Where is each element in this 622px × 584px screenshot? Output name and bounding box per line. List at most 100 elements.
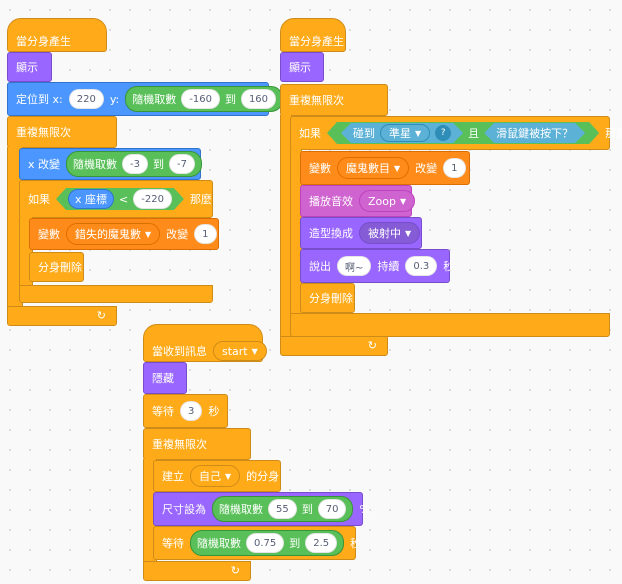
if-block-2[interactable]: 如果 碰到 準星▼ ? 且 滑鼠鍵被按下？ 那麼 [290,116,622,150]
and-operator[interactable]: 碰到 準星▼ ? 且 滑鼠鍵被按下？ [327,122,599,144]
create-clone-label: 建立 [162,470,184,483]
random-to-input[interactable]: 70 [317,499,347,519]
variable-label: 變數 [309,162,331,175]
question-icon: ? [435,125,451,141]
costume-name: 被射中 [368,227,401,240]
hide-label: 隱藏 [152,372,174,385]
say-for-secs-block[interactable]: 說出 啊~ 持續 0.3 秒 [300,249,454,283]
clone-start-hat-1[interactable]: 當分身產生 [7,18,107,52]
change-x-label: x 改變 [28,158,61,171]
random-reporter[interactable]: 隨機取數 -160 到 160 [125,86,284,112]
repeat-arrow-icon: ↻ [367,339,377,352]
create-clone-block[interactable]: 建立 自己▼ 的分身 [153,460,281,492]
touching-target-dropdown[interactable]: 準星▼ [380,124,430,142]
touching-block[interactable]: 碰到 準星▼ ? [341,123,463,143]
then-label: 那麼 [189,193,212,206]
switch-costume-label: 造型換成 [309,227,353,240]
lt-operator[interactable]: x 座標 < -220 [56,188,184,210]
random-label: 隨機取數 [197,537,241,550]
forever-block-2[interactable]: 重複無限次 [280,84,388,116]
wait-random-block[interactable]: 等待 隨機取數 0.75 到 2.5 秒 [153,526,361,560]
costume-dropdown[interactable]: 被射中▼ [359,222,421,244]
set-size-block[interactable]: 尺寸設為 隨機取數 55 到 70 % [153,492,370,526]
show-block-2[interactable]: 顯示 [280,52,324,82]
delete-clone-label: 分身刪除 [309,292,353,305]
say-label: 說出 [309,260,331,273]
delete-clone-block-2[interactable]: 分身刪除 [300,283,355,313]
mouse-down-block[interactable]: 滑鼠鍵被按下？ [484,123,585,143]
change-value-input[interactable]: 1 [194,224,217,244]
hide-block[interactable]: 隱藏 [143,362,187,394]
delete-clone-label: 分身刪除 [38,261,82,274]
wait-block[interactable]: 等待 3 秒 [143,394,228,428]
random-label: 隨機取數 [73,158,118,171]
forever-block-3[interactable]: 重複無限次 [143,428,251,460]
touching-target: 準星 [389,127,411,140]
random-reporter[interactable]: 隨機取數 55 到 70 [212,496,354,522]
random-reporter[interactable]: 隨機取數 0.75 到 2.5 [190,530,345,556]
change-value-input[interactable]: 1 [443,158,466,178]
forever-label: 重複無限次 [289,94,344,107]
change-x-block[interactable]: x 改變 隨機取數 -3 到 -7 [19,148,202,180]
hat-label: 當分身產生 [16,35,71,48]
random-to-input[interactable]: 2.5 [305,533,338,553]
hat-label: 當收到訊息 [152,345,207,358]
change-by-label: 改變 [166,228,189,241]
random-from-input[interactable]: 55 [268,499,297,519]
repeat-arrow-icon: ↻ [230,564,240,577]
random-reporter[interactable]: 隨機取數 -3 到 -7 [66,151,202,177]
random-to-label: 到 [224,93,236,106]
chevron-down-icon: ▼ [145,229,152,239]
goto-y-label: y: [109,92,120,106]
play-sound-block[interactable]: 播放音效 Zoop▼ [300,185,416,217]
repeat-arrow-icon: ↻ [96,309,106,322]
random-to-input[interactable]: 160 [240,89,277,109]
lt-symbol: < [119,192,129,206]
show-label: 顯示 [289,61,311,74]
set-size-label: 尺寸設為 [162,503,206,516]
message-dropdown[interactable]: start▼ [213,341,267,361]
if-block-1[interactable]: 如果 x 座標 < -220 那麼 [19,180,213,218]
random-to-label: 到 [153,158,164,171]
seconds-unit: 秒 [208,405,220,418]
say-seconds-input[interactable]: 0.3 [405,256,438,276]
random-label: 隨機取數 [219,503,263,516]
random-to-label: 到 [301,503,313,516]
broadcast-received-hat[interactable]: 當收到訊息 start▼ [143,324,267,362]
variable-name: 錯失的魔鬼數 [75,228,141,241]
change-variable-block-1[interactable]: 變數 錯失的魔鬼數▼ 改變 1 [29,218,219,250]
clone-target-dropdown[interactable]: 自己▼ [190,465,241,487]
goto-label: 定位到 x: [16,93,63,106]
forever-bottom-3: ↻ [143,561,251,581]
percent-unit: % [359,502,370,516]
variable-dropdown[interactable]: 魔鬼數目▼ [337,157,410,179]
say-message-input[interactable]: 啊~ [337,256,372,276]
show-block-1[interactable]: 顯示 [7,52,52,82]
sound-dropdown[interactable]: Zoop▼ [359,190,416,212]
random-from-input[interactable]: -160 [181,89,220,109]
goto-xy-block[interactable]: 定位到 x: 220 y: 隨機取數 -160 到 160 [7,82,284,116]
forever-bottom-2: ↻ [280,336,388,356]
wait-label: 等待 [152,405,174,418]
random-from-input[interactable]: -3 [122,154,148,174]
forever-bottom-1: ↻ [7,306,117,326]
seconds-unit: 秒 [443,260,455,273]
clone-start-hat-2[interactable]: 當分身產生 [280,18,346,52]
x-position-reporter[interactable]: x 座標 [68,189,114,209]
switch-costume-block[interactable]: 造型換成 被射中▼ [300,217,422,249]
lt-value-input[interactable]: -220 [133,189,172,209]
show-label: 顯示 [16,61,38,74]
random-from-input[interactable]: 0.75 [246,533,285,553]
seconds-unit: 秒 [350,537,362,550]
random-label: 隨機取數 [132,93,177,106]
clone-target: 自己 [199,470,221,483]
forever-block-1[interactable]: 重複無限次 [7,116,117,148]
if-label: 如果 [28,193,50,206]
random-to-input[interactable]: -7 [169,154,195,174]
delete-clone-block-1[interactable]: 分身刪除 [29,252,84,282]
wait-seconds-input[interactable]: 3 [180,401,203,421]
change-variable-block-2[interactable]: 變數 魔鬼數目▼ 改變 1 [300,151,470,185]
goto-x-input[interactable]: 220 [68,89,104,109]
random-to-label: 到 [289,537,301,550]
variable-dropdown[interactable]: 錯失的魔鬼數 ▼ [66,223,161,245]
